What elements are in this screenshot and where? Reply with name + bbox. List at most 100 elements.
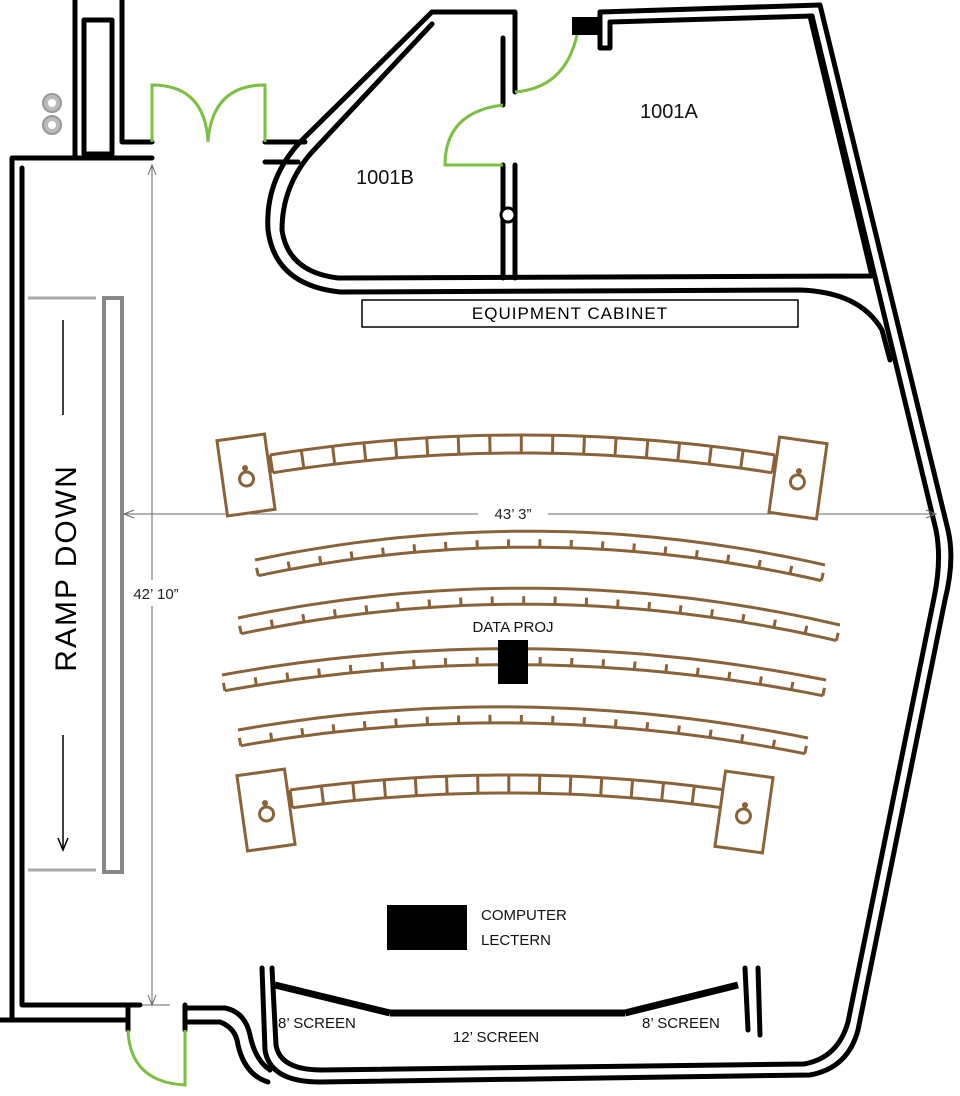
seat xyxy=(834,632,840,641)
wheelchair-space xyxy=(767,435,829,521)
seat xyxy=(301,613,306,623)
seat xyxy=(694,550,699,559)
seat xyxy=(695,667,700,676)
ramp: RAMP DOWN xyxy=(28,296,124,874)
seat xyxy=(288,789,294,809)
seat xyxy=(268,454,275,474)
screens: 8’ SCREEN 12’ SCREEN 8’ SCREEN xyxy=(274,981,739,1046)
seat xyxy=(299,450,306,469)
room-1001a-label: 1001A xyxy=(640,101,698,123)
ramp-label: RAMP DOWN xyxy=(50,464,83,671)
seat-row-rail xyxy=(240,602,837,643)
seat xyxy=(285,672,290,681)
seat xyxy=(803,745,808,754)
equipment-cabinet: EQUIPMENT CABINET xyxy=(361,299,799,328)
seat xyxy=(269,732,274,741)
seating-row xyxy=(254,529,826,583)
lectern-label-line1: COMPUTER xyxy=(481,907,567,924)
seat xyxy=(286,561,292,570)
seating-row xyxy=(268,433,777,475)
seat xyxy=(676,725,681,734)
seat xyxy=(616,599,620,608)
seat xyxy=(380,661,385,671)
seat xyxy=(613,437,618,456)
wheelchair-bay xyxy=(215,432,277,518)
door-swing-1001a xyxy=(514,34,579,94)
seat xyxy=(632,661,637,670)
seat xyxy=(349,551,354,560)
seat xyxy=(413,777,418,796)
data-projector-label: DATA PROJ xyxy=(472,619,553,636)
seat xyxy=(348,664,353,674)
seat xyxy=(788,565,794,575)
seat xyxy=(382,779,387,798)
data-projector-icon xyxy=(498,640,528,684)
wheelchair-icon xyxy=(238,470,256,488)
seat xyxy=(318,555,323,565)
wheelchair-icon xyxy=(788,473,806,491)
wheelchair-space xyxy=(235,767,297,853)
wheelchair-icon xyxy=(734,807,752,825)
seat xyxy=(269,619,275,628)
seat xyxy=(663,546,668,555)
doors xyxy=(126,34,579,1087)
wheelchair-space xyxy=(215,432,277,518)
wheelchair-icon-head xyxy=(795,468,802,475)
seat xyxy=(381,547,385,556)
seat xyxy=(821,687,826,696)
seat xyxy=(364,605,369,614)
data-projector: DATA PROJ xyxy=(472,619,554,684)
seat xyxy=(568,776,573,795)
seat xyxy=(600,541,605,550)
seat xyxy=(412,659,416,668)
seat xyxy=(647,601,652,611)
dimension-lines: 42’ 10” 43’ 3” xyxy=(122,163,938,1007)
door-swing-bottom xyxy=(126,1029,187,1087)
seat xyxy=(237,737,243,747)
screen-right-label: 8’ SCREEN xyxy=(642,1015,720,1032)
seat xyxy=(664,664,669,673)
seat xyxy=(819,572,825,581)
seat xyxy=(582,717,586,726)
seating-area xyxy=(215,432,841,855)
seating-row xyxy=(237,586,841,643)
wheelchair-icon-head xyxy=(242,465,249,472)
width-dimension-label: 43’ 3” xyxy=(495,506,532,523)
seat xyxy=(582,436,586,455)
door-swing-left-1 xyxy=(150,83,210,143)
seat xyxy=(255,567,260,577)
wheelchair-icon-head xyxy=(262,800,269,807)
seat-row-rail xyxy=(292,791,723,810)
seat xyxy=(253,677,258,686)
seating-row xyxy=(288,773,727,810)
wheelchair-bay xyxy=(235,767,297,853)
door-swing-1001b xyxy=(443,103,504,167)
seat xyxy=(739,450,745,469)
seat xyxy=(445,776,449,795)
seat xyxy=(613,719,618,728)
seat xyxy=(644,439,650,459)
seat xyxy=(599,777,604,796)
screen-center-label: 12’ SCREEN xyxy=(453,1029,539,1046)
seat xyxy=(727,671,732,681)
wheelchair-icon xyxy=(258,805,276,823)
depth-dimension-label: 42’ 10” xyxy=(133,586,178,603)
seat-row-rail xyxy=(272,451,773,475)
wheelchair-icon-head xyxy=(741,802,748,809)
screen-left xyxy=(274,981,391,1017)
seat xyxy=(708,729,713,738)
seat-row-rail xyxy=(257,545,822,583)
rooms-1001 xyxy=(265,9,893,363)
seat xyxy=(758,676,763,685)
seat xyxy=(221,682,227,691)
seat xyxy=(690,785,696,805)
seat xyxy=(396,601,400,611)
seat xyxy=(332,609,337,618)
seat xyxy=(740,734,745,743)
left-corridor-walls xyxy=(0,0,308,1085)
seat xyxy=(427,599,432,608)
seat xyxy=(351,782,356,801)
seat xyxy=(300,727,305,737)
seat xyxy=(771,739,777,748)
